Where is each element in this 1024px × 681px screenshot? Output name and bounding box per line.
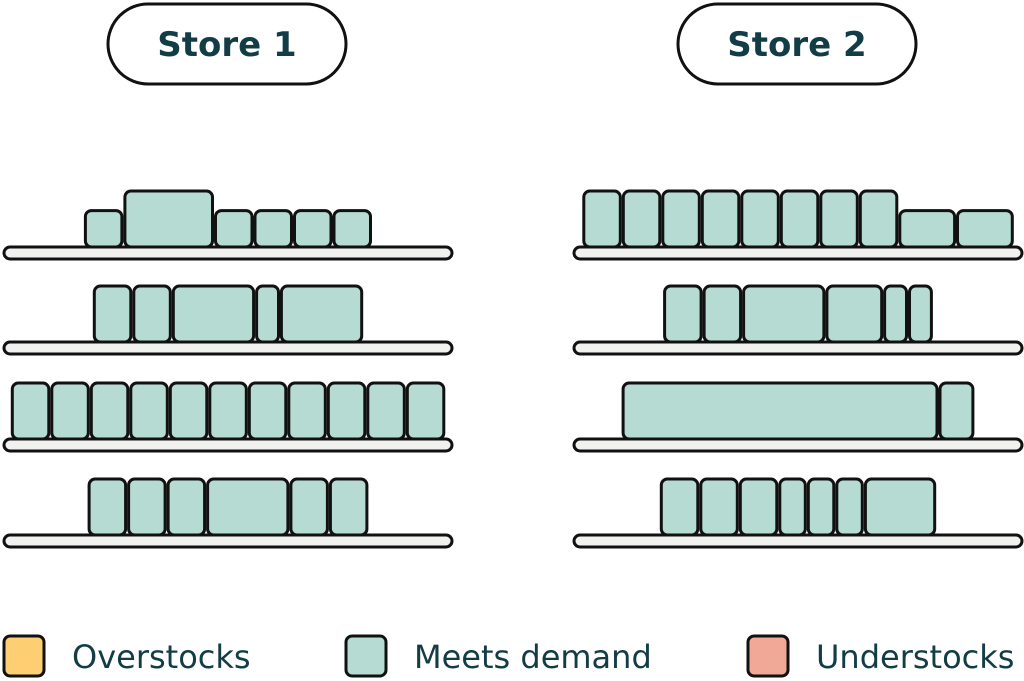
product-box xyxy=(819,189,859,249)
product-box xyxy=(328,477,369,537)
product-box xyxy=(863,477,937,537)
product-box xyxy=(938,381,975,441)
product-box xyxy=(661,189,701,249)
product-box xyxy=(659,477,700,537)
product-box xyxy=(168,381,209,441)
shelf-board xyxy=(572,437,1024,453)
product-box xyxy=(171,284,256,344)
product-box xyxy=(87,477,128,537)
product-box xyxy=(742,284,826,344)
product-box xyxy=(883,284,908,344)
legend-item-understocks: Understocks xyxy=(746,634,1014,678)
store-1-label: Store 1 xyxy=(106,2,348,86)
product-box xyxy=(835,477,864,537)
product-box xyxy=(206,477,290,537)
product-box xyxy=(778,477,807,537)
shelf-board xyxy=(572,340,1024,356)
product-box xyxy=(132,284,172,344)
understocks-swatch xyxy=(746,634,790,678)
product-box xyxy=(293,209,333,249)
product-box xyxy=(702,284,743,344)
store-2-shelving-unit xyxy=(572,189,1024,549)
product-box xyxy=(289,477,329,537)
product-box xyxy=(956,209,1014,249)
shelf-board xyxy=(2,340,454,356)
product-box xyxy=(898,209,957,249)
product-box xyxy=(83,209,124,249)
product-box xyxy=(253,209,293,249)
product-box xyxy=(287,381,327,441)
legend-label-understocks: Understocks xyxy=(816,638,1014,676)
shelf-board xyxy=(2,245,454,261)
shelf-board xyxy=(572,245,1024,261)
product-box xyxy=(582,189,622,249)
product-box xyxy=(779,189,820,249)
product-box xyxy=(166,477,207,537)
product-box xyxy=(123,189,214,249)
product-box xyxy=(279,284,364,344)
product-box xyxy=(621,381,939,441)
product-box xyxy=(908,284,933,344)
product-box xyxy=(366,381,406,441)
legend-item-overstocks: Overstocks xyxy=(2,634,251,678)
store-2-pill xyxy=(676,2,918,86)
product-box xyxy=(858,189,899,249)
product-box xyxy=(89,381,130,441)
product-box xyxy=(700,189,741,249)
product-box xyxy=(740,189,780,249)
product-box xyxy=(405,381,446,441)
meets-demand-swatch xyxy=(344,634,388,678)
store-1-title: Store 1 xyxy=(157,25,296,65)
store-2-label: Store 2 xyxy=(676,2,918,86)
product-box xyxy=(621,189,662,249)
product-box xyxy=(699,477,739,537)
legend-item-meets-demand: Meets demand xyxy=(344,634,652,678)
overstocks-swatch xyxy=(2,634,46,678)
product-box xyxy=(208,381,248,441)
store-1-shelving-unit xyxy=(2,189,454,549)
product-box xyxy=(255,284,281,344)
product-box xyxy=(738,477,779,537)
product-box xyxy=(326,381,367,441)
product-box xyxy=(247,381,288,441)
product-box xyxy=(663,284,703,344)
shelf-board xyxy=(2,533,454,549)
product-box xyxy=(129,381,169,441)
legend-label-overstocks: Overstocks xyxy=(72,638,251,676)
shelf-board xyxy=(2,437,454,453)
product-box xyxy=(127,477,167,537)
product-box xyxy=(806,477,836,537)
product-box xyxy=(332,209,372,249)
legend: Overstocks Meets demand Understocks xyxy=(2,634,1014,678)
product-box xyxy=(10,381,51,441)
shelf-board xyxy=(572,533,1024,549)
product-box xyxy=(50,381,90,441)
product-box xyxy=(214,209,254,249)
store-1-pill xyxy=(106,2,348,86)
legend-label-meets-demand: Meets demand xyxy=(414,638,652,676)
product-box xyxy=(825,284,884,344)
store-2-title: Store 2 xyxy=(727,25,866,65)
product-box xyxy=(92,284,133,344)
